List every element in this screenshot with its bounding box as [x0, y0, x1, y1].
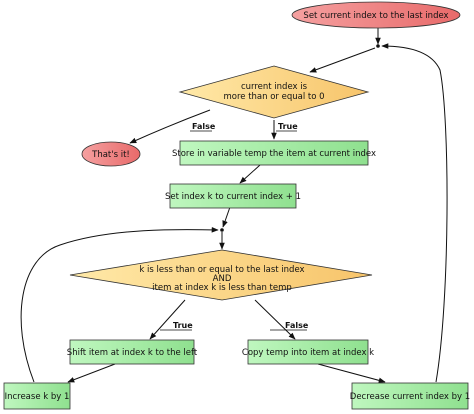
node-inner-decision-line3: item at index k is less than temp	[152, 283, 292, 293]
junction-mid	[220, 228, 224, 232]
edge-decrease-loop-back	[381, 43, 448, 383]
node-inner-decision: k is less than or equal to the last inde…	[69, 249, 373, 301]
edge-increase-loop-back	[20, 227, 219, 383]
node-copy-temp-label: Copy temp into item at index k	[242, 348, 374, 358]
edges	[20, 28, 448, 384]
node-end-label: That's it!	[91, 150, 130, 160]
label-outer-true: True	[278, 122, 298, 131]
node-copy-temp: Copy temp into item at index k	[242, 339, 374, 365]
node-outer-decision-line2: more than or equal to 0	[223, 92, 324, 102]
edge-set-k-to-junction-mid	[222, 206, 231, 228]
edge-inner-false	[254, 299, 296, 340]
edge-inner-true	[149, 299, 186, 340]
label-inner-true: True	[173, 321, 193, 330]
node-store-temp: Store in variable temp the item at curre…	[172, 140, 376, 166]
node-start-label: Set current index to the last index	[303, 11, 448, 21]
node-increase-k: Increase k by 1	[3, 382, 71, 410]
node-set-k: Set index k to current index + 1	[165, 183, 301, 209]
node-set-k-label: Set index k to current index + 1	[165, 192, 301, 202]
label-inner-false: False	[285, 321, 309, 330]
node-decrease-index: Decrease current index by 1	[350, 382, 470, 410]
edge-junction-to-outer-decision	[309, 47, 376, 73]
node-start: Set current index to the last index	[291, 1, 461, 29]
edge-shift-to-increase	[67, 363, 116, 383]
node-store-temp-label: Store in variable temp the item at curre…	[172, 149, 376, 159]
node-outer-decision-line1: current index is	[241, 82, 308, 92]
node-shift-label: Shift item at index k to the left	[67, 348, 198, 358]
node-decrease-index-label: Decrease current index by 1	[350, 392, 470, 402]
edge-labels: False True True False	[160, 122, 309, 331]
edge-store-to-set-k	[239, 164, 261, 184]
node-inner-decision-line1: k is less than or equal to the last inde…	[139, 265, 304, 275]
junction-top	[376, 44, 380, 48]
node-end: That's it!	[81, 141, 141, 167]
node-inner-decision-line2: AND	[213, 274, 232, 284]
node-outer-decision: current index is more than or equal to 0	[178, 65, 370, 119]
label-outer-false: False	[192, 122, 216, 131]
node-shift: Shift item at index k to the left	[67, 339, 198, 365]
edge-outer-false	[129, 109, 211, 144]
node-increase-k-label: Increase k by 1	[5, 392, 70, 402]
edge-copy-to-decrease	[317, 363, 386, 384]
